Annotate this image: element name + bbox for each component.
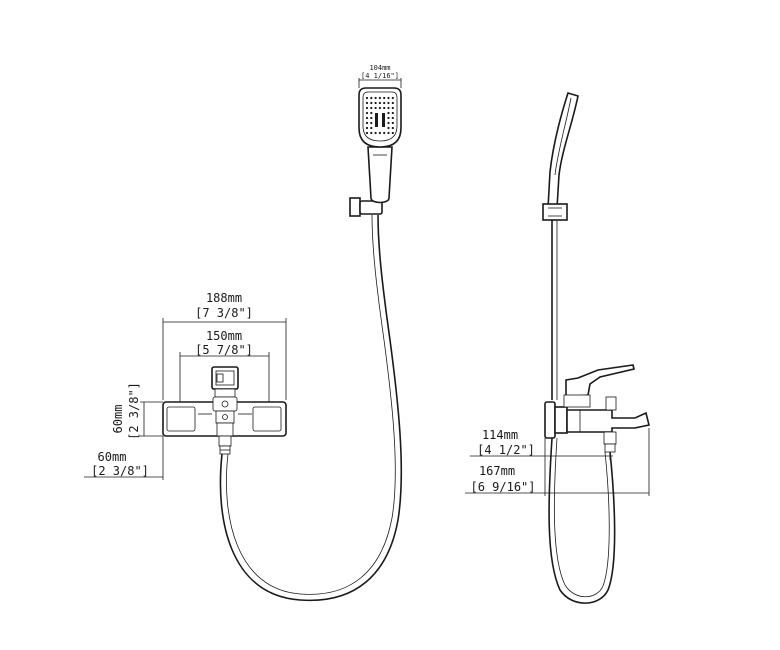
depth-body-inch: [2 3/8"] <box>91 464 149 478</box>
depth-body-mm: 60mm <box>98 450 127 464</box>
hose-holder-front <box>349 197 383 217</box>
height-body-mm: 60mm <box>111 405 125 434</box>
width-total-inch: [7 3/8"] <box>195 306 253 320</box>
spray-face-pattern <box>365 96 394 135</box>
hose-connector-front <box>218 435 232 455</box>
mixer-lever-side <box>563 364 635 408</box>
projection-total-mm: 167mm <box>479 464 515 478</box>
projection-spout-mm: 114mm <box>482 428 518 442</box>
hand-shower-side <box>547 92 579 209</box>
dimension-height-body: 60mm [2 3/8"] <box>111 382 163 440</box>
dimension-projection-spout: 114mm [4 1/2"] <box>470 428 613 460</box>
height-body-inch: [2 3/8"] <box>127 382 141 440</box>
dimension-projection-total: 167mm [6 9/16"] <box>465 428 650 496</box>
width-total-mm: 188mm <box>206 291 242 305</box>
head-width-inch: [4 1/16"] <box>361 72 399 80</box>
head-width-mm: 104mm <box>369 64 390 72</box>
width-inner-mm: 150mm <box>206 329 242 343</box>
width-inner-inch: [5 7/8"] <box>195 343 253 357</box>
dimension-head-width: 104mm [4 1/16"] <box>358 64 402 88</box>
front-view <box>162 87 403 602</box>
shower-hose-front <box>219 214 403 602</box>
mixer-body-side <box>544 396 650 439</box>
projection-total-inch: [6 9/16"] <box>470 480 535 494</box>
side-view <box>542 92 650 604</box>
shower-hose-side <box>548 437 616 604</box>
hose-holder-side <box>542 203 568 221</box>
dimension-width-total: 188mm [7 3/8"] <box>162 291 287 400</box>
hand-shower-front <box>358 87 402 204</box>
dimension-width-inner: 150mm [5 7/8"] <box>179 329 270 402</box>
mixer-lever-front <box>211 366 239 437</box>
diverter-outlet-side <box>603 431 617 453</box>
projection-spout-inch: [4 1/2"] <box>477 443 535 457</box>
dimension-depth-body: 60mm [2 3/8"] <box>84 436 164 480</box>
